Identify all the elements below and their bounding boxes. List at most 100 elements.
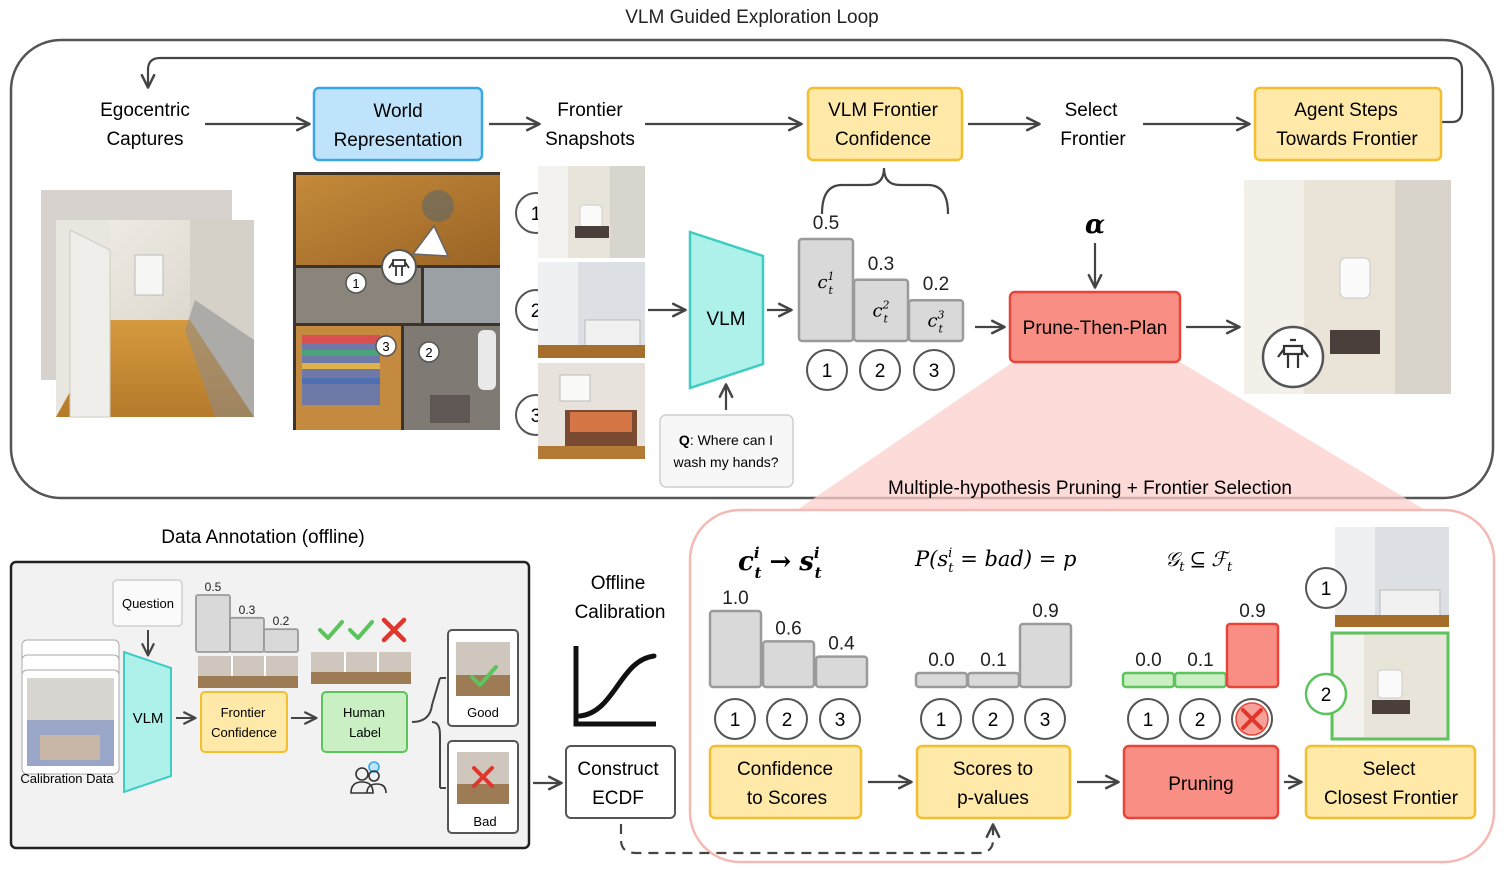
pruned-id-2: 2 [1179,698,1221,740]
svg-text:1: 1 [730,710,741,731]
svg-text:2: 2 [988,710,999,731]
good-label-box: Good [447,629,519,727]
svg-text:3: 3 [382,339,389,354]
svg-text:VLM: VLM [133,710,164,727]
pval-id-3: 3 [1024,698,1066,740]
pruned-bar-1 [1121,671,1176,689]
loop-conf-id-2: 2 [859,349,901,391]
dashed-arrow-ecdf-to-pvalues [619,823,1001,855]
score-bar-3 [814,655,869,689]
vlm-block: VLM [688,230,765,390]
scores-bars: 1.00.60.4 [708,588,869,689]
svg-text:1: 1 [1143,710,1154,731]
formula-subset: 𝒢t⊆ℱt [1165,547,1233,575]
agent-steps-box: Agent Steps Towards Frontier [1253,86,1443,162]
pruned-bar-3 [1225,622,1280,689]
pruned-value-1: 0.0 [1135,650,1161,671]
svg-text:Scores to: Scores to [953,759,1033,780]
svg-text:2: 2 [425,345,432,360]
world-representation-box: World Representation [312,86,484,162]
score-value-1: 1.0 [722,588,748,609]
top-down-map [290,172,520,454]
svg-text:to Scores: to Scores [747,788,827,809]
svg-text:Frontier: Frontier [557,100,623,121]
question-input-box: Question [112,579,183,627]
pruned-value-2: 0.1 [1187,650,1213,671]
svg-text:Closest Frontier: Closest Frontier [1324,788,1459,809]
svg-text:Confidence: Confidence [835,129,931,150]
annotation-confidence-bars: 0.50.30.2 [195,580,299,653]
pruning-panel [688,508,1496,864]
loop-conf-value-2: 0.3 [868,254,894,275]
svg-text:Construct: Construct [577,759,659,780]
confidence-brace [820,167,950,215]
prune-then-plan-box: Prune-Then-Plan [1008,290,1182,364]
svg-text:1: 1 [352,276,359,291]
svg-text:3: 3 [929,361,940,382]
annotation-conf-bar-2 [229,616,265,653]
loop-container [9,38,1495,500]
svg-text:Calibration: Calibration [575,602,666,623]
frontier-snapshot-3: 3 [515,363,645,459]
annotation-title: Data Annotation (offline) [161,527,365,548]
svg-text:1: 1 [822,361,833,382]
svg-text:Good: Good [467,705,499,720]
svg-text:1: 1 [531,204,542,225]
pvalue-bar-3 [1018,622,1073,689]
annotation-conf-bar-1 [195,594,231,653]
svg-text:Confidence: Confidence [737,759,833,780]
cross-mark-icon [381,617,407,643]
svg-text:VLM: VLM [706,309,745,330]
map-agent-marker [381,224,450,285]
score-id-2: 2 [766,698,808,740]
pruning-zoom-wedge [775,362,1450,525]
svg-text:p-values: p-values [957,788,1029,809]
pval-id-2: 2 [972,698,1014,740]
loop-feedback-arrow [140,56,1464,124]
loop-conf-id-1: 1 [806,349,848,391]
offline-calibration-label: Offline Calibration [575,573,666,623]
candidate-frontier-1: 1 [1305,527,1449,627]
svg-text:Frontier: Frontier [221,705,266,720]
score-id-3: 3 [819,698,861,740]
frontier-snapshot-1: 1 [515,166,645,258]
loop-conf-value-1: 0.5 [813,213,839,234]
agent-view-photo [1244,180,1451,394]
svg-text:2: 2 [531,301,542,322]
pvalue-bar-2 [966,671,1021,689]
annotation-conf-value-1: 0.5 [205,580,222,594]
human-label-box: Human Label [321,691,408,753]
svg-text:2: 2 [1321,685,1332,706]
alpha-symbol: α [1085,210,1105,240]
svg-text:Calibration Data: Calibration Data [20,771,114,786]
svg-text:Offline: Offline [591,573,646,594]
confidence-to-scores-box: Confidence to Scores [708,744,863,820]
svg-text:Q: Where can I: Q: Where can I [679,432,773,448]
svg-text:3: 3 [1040,710,1051,731]
label-split-connector [411,677,441,788]
svg-text:Label: Label [349,725,381,740]
select-closest-frontier-box: Select Closest Frontier [1304,744,1477,820]
svg-text:Pruning: Pruning [1168,774,1234,795]
annotation-vlm-block: VLM [123,650,172,794]
check-mark-icon [318,620,374,640]
bad-label-box: Bad [447,740,519,834]
annotation-conf-value-2: 0.3 [239,603,256,617]
pruned-value-3: 0.9 [1239,601,1265,622]
pruned-id-3-rejected-icon [1231,698,1273,740]
vlm-frontier-confidence-box: VLM Frontier Confidence [806,86,964,162]
candidate-frontier-2-selected: 2 [1304,631,1450,741]
svg-text:wash my hands?: wash my hands? [672,454,778,470]
frontier-snapshots-label: Frontier Snapshots [545,100,635,150]
svg-text:Confidence: Confidence [211,725,277,740]
svg-text:1: 1 [936,710,947,731]
loop-conf-bar-3 [907,298,965,343]
svg-text:3: 3 [531,406,542,427]
